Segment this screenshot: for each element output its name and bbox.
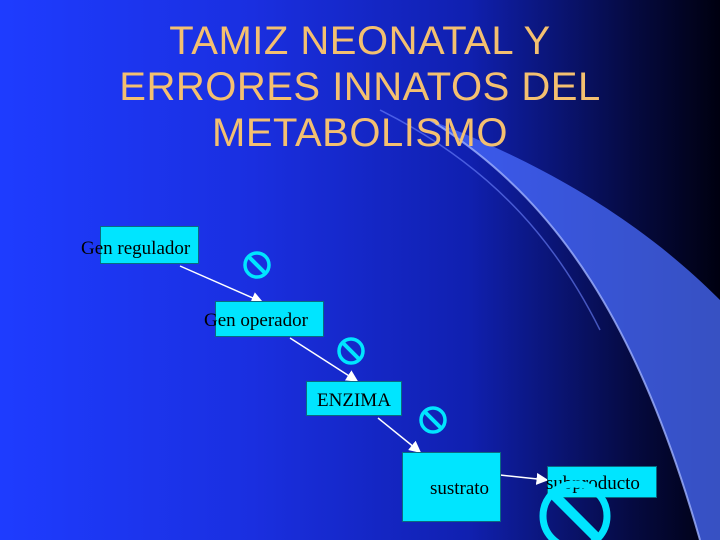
- prohibition-icon: [243, 251, 271, 279]
- node-label: Gen regulador: [81, 238, 191, 259]
- node-gen-regulador: Gen regulador: [81, 226, 199, 264]
- prohibition-icon: [337, 337, 365, 365]
- node-label: sustrato: [429, 478, 490, 499]
- node-label: ENZIMA: [317, 390, 391, 411]
- arrow-sustrato-to-subproducto: [499, 472, 549, 485]
- arrow-regulador-to-operador: [179, 265, 264, 304]
- arrow-operador-to-enzima: [289, 337, 359, 382]
- node-gen-operador: Gen operador: [204, 301, 324, 337]
- slide-title: TAMIZ NEONATAL Y ERRORES INNATOS DEL MET…: [119, 19, 601, 155]
- node-enzima: ENZIMA: [306, 381, 402, 416]
- prohibition-icon: [419, 406, 447, 434]
- node-label: subproducto: [546, 473, 640, 494]
- node-sustrato: sustrato: [402, 452, 501, 522]
- node-label: Gen operador: [204, 310, 308, 331]
- prohibition-icon: [539, 480, 611, 540]
- arrow-enzima-to-sustrato: [377, 417, 422, 453]
